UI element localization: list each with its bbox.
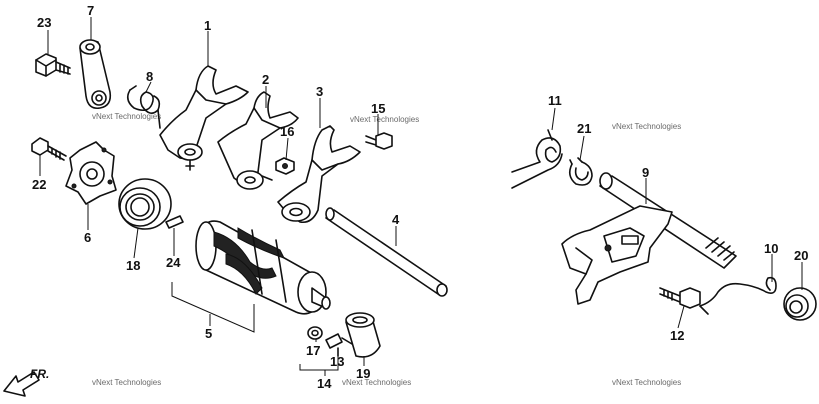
callout-11: 11 [548,93,562,108]
front-direction-indicator: FR. [3,367,49,397]
part-23-bolt [35,53,71,77]
part-16-pin [275,157,295,175]
part-3-shift-fork [277,125,361,224]
callout-6: 6 [84,230,91,245]
callout-3: 3 [316,84,323,99]
watermark: vNext Technologies [350,115,419,124]
part-13-pin [325,333,353,357]
callout-8: 8 [146,69,153,84]
part-22-bolt [31,137,67,161]
part-20-oil-seal [783,287,817,321]
callout-20: 20 [794,248,808,263]
callout-18: 18 [126,258,140,273]
callout-23: 23 [37,15,51,30]
leader-lines [39,17,803,376]
callout-21: 21 [577,121,591,136]
callout-14: 14 [317,376,332,391]
callout-17: 17 [306,343,320,358]
part-8-spring [126,85,161,129]
watermarks: vNext Technologies vNext Technologies vN… [92,112,681,387]
callout-numbers: 23 7 8 1 2 3 15 16 22 6 18 4 24 5 17 13 … [32,3,808,391]
part-5-shift-drum [195,220,331,315]
part-21-circlip [568,157,593,186]
watermark: vNext Technologies [342,378,411,387]
part-24-dowel-pin [165,215,184,229]
part-9-gearshift-spindle [561,172,737,305]
callout-2: 2 [262,72,269,87]
part-15-bolt [365,132,393,150]
callout-1: 1 [204,18,211,33]
front-arrow-icon [3,371,40,397]
part-18-bearing [118,178,172,230]
part-10-return-spring [699,276,777,315]
callout-7: 7 [87,3,94,18]
callout-5: 5 [205,326,212,341]
part-7-stopper-arm [79,39,112,110]
callout-13: 13 [330,354,344,369]
callout-22: 22 [32,177,46,192]
part-2-shift-fork [217,91,299,190]
part-19-collar [345,312,381,358]
watermark: vNext Technologies [92,378,161,387]
front-label: FR. [30,367,49,381]
callout-12: 12 [670,328,684,343]
part-11-spring [511,129,563,189]
callout-19: 19 [356,366,370,381]
part-12-bolt [659,287,701,309]
callout-16: 16 [280,124,294,139]
callout-24: 24 [166,255,181,270]
watermark: vNext Technologies [92,112,161,121]
part-17-washer [307,326,323,340]
part-1-shift-fork [159,65,249,171]
watermark: vNext Technologies [612,378,681,387]
callout-9: 9 [642,165,649,180]
part-4-fork-shaft [325,207,448,297]
callout-4: 4 [392,212,400,227]
callout-15: 15 [371,101,385,116]
part-6-star-plate [65,141,117,205]
callout-10: 10 [764,241,778,256]
watermark: vNext Technologies [612,122,681,131]
